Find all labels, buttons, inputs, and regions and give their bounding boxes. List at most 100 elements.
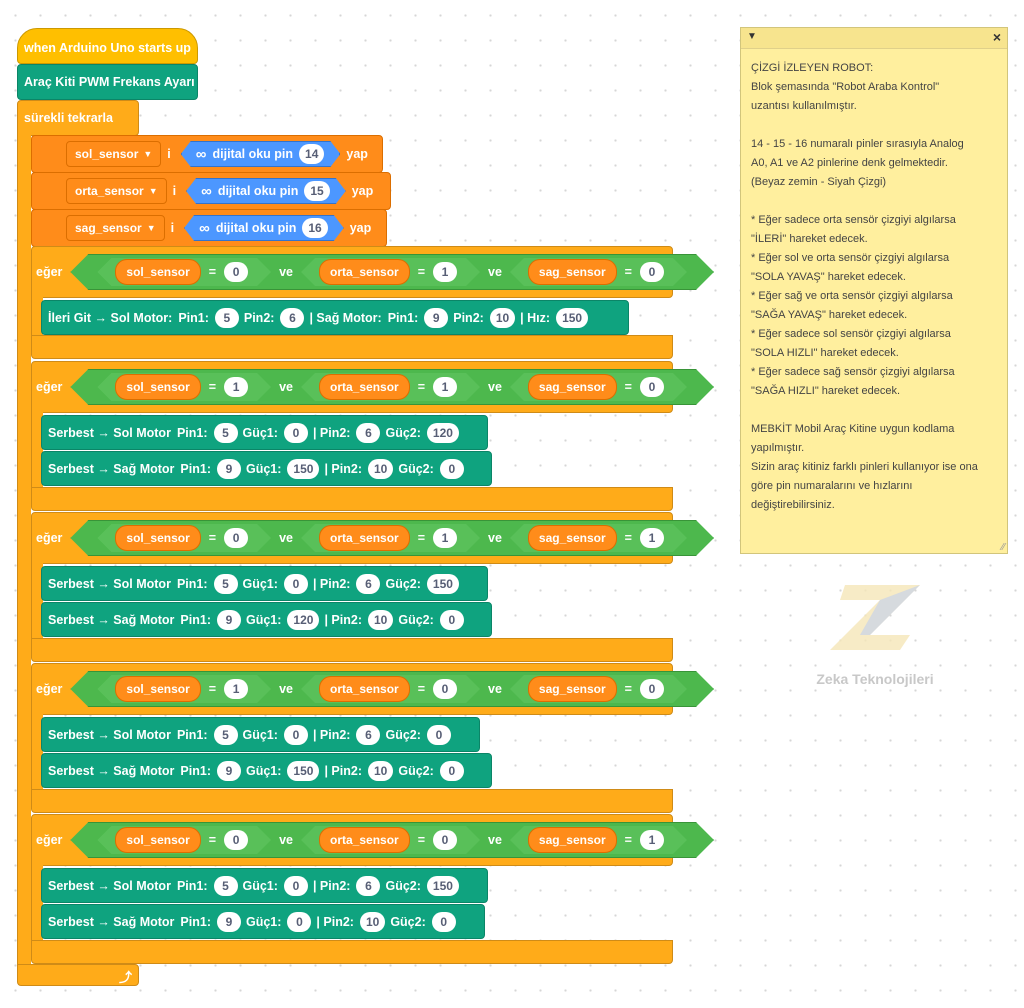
value-input[interactable]: 10 — [489, 307, 516, 328]
and-condition[interactable]: sol_sensor=0 ve orta_sensor=1 ve sag_sen… — [70, 254, 714, 290]
equals-block[interactable]: sol_sensor=0 — [97, 258, 271, 286]
equals-block[interactable]: sag_sensor=1 — [510, 826, 687, 854]
value-input[interactable]: 150 — [426, 573, 459, 594]
value-input[interactable]: 0 — [439, 458, 464, 479]
value-input[interactable]: 0 — [439, 609, 464, 630]
value-input[interactable]: 0 — [283, 875, 308, 896]
motor-block[interactable]: Serbest → Sağ Motor Pin1:9 Güç1:120 | Pi… — [41, 602, 492, 637]
close-icon[interactable]: × — [992, 29, 1001, 45]
value-input[interactable]: 6 — [356, 573, 381, 594]
variable-reporter[interactable]: orta_sensor — [319, 676, 410, 702]
value-input[interactable]: 150 — [556, 307, 589, 328]
variable-reporter[interactable]: sag_sensor — [528, 827, 617, 853]
value-input[interactable]: 10 — [367, 458, 394, 479]
value-input[interactable]: 1 — [433, 262, 457, 282]
and-condition[interactable]: sol_sensor=0 ve orta_sensor=1 ve sag_sen… — [70, 520, 714, 556]
comment-note[interactable]: ▼ × ÇİZGİ İZLEYEN ROBOT: Blok şemasında … — [740, 27, 1008, 554]
equals-block[interactable]: orta_sensor=0 — [301, 675, 480, 703]
note-header[interactable]: ▼ × — [741, 28, 1007, 49]
variable-reporter[interactable]: sol_sensor — [115, 259, 200, 285]
motor-block[interactable]: Serbest → Sol Motor Pin1:5 Güç1:0 | Pin2… — [41, 415, 488, 450]
variable-reporter[interactable]: sol_sensor — [115, 374, 200, 400]
value-input[interactable]: 0 — [433, 679, 457, 699]
value-input[interactable]: 10 — [367, 760, 394, 781]
equals-block[interactable]: orta_sensor=1 — [301, 373, 480, 401]
motor-block[interactable]: Serbest → Sağ Motor Pin1:9 Güç1:0 | Pin2… — [41, 904, 485, 939]
equals-block[interactable]: sol_sensor=0 — [97, 524, 271, 552]
equals-block[interactable]: sag_sensor=1 — [510, 524, 687, 552]
value-input[interactable]: 0 — [640, 377, 664, 397]
equals-block[interactable]: sol_sensor=1 — [97, 675, 271, 703]
value-input[interactable]: 0 — [640, 262, 664, 282]
value-input[interactable]: 0 — [224, 830, 248, 850]
value-input[interactable]: 6 — [356, 875, 381, 896]
and-condition[interactable]: sol_sensor=1 ve orta_sensor=1 ve sag_sen… — [70, 369, 714, 405]
motor-block[interactable]: Serbest → Sağ Motor Pin1:9 Güç1:150 | Pi… — [41, 753, 492, 788]
pin-input[interactable]: 16 — [302, 218, 327, 238]
forward-motor-block[interactable]: İleri Git → Sol Motor: Pin1:5 Pin2:6 | S… — [41, 300, 629, 335]
equals-block[interactable]: orta_sensor=1 — [301, 524, 480, 552]
equals-block[interactable]: sag_sensor=0 — [510, 675, 687, 703]
value-input[interactable]: 1 — [224, 679, 248, 699]
if-block[interactable]: eğer sol_sensor=0 ve orta_sensor=0 ve sa… — [31, 814, 737, 866]
value-input[interactable]: 0 — [224, 262, 248, 282]
value-input[interactable]: 1 — [224, 377, 248, 397]
equals-block[interactable]: sag_sensor=0 — [510, 373, 687, 401]
variable-reporter[interactable]: orta_sensor — [319, 374, 410, 400]
variable-dropdown[interactable]: sag_sensor▼ — [66, 215, 165, 241]
variable-reporter[interactable]: orta_sensor — [319, 525, 410, 551]
variable-reporter[interactable]: sol_sensor — [115, 525, 200, 551]
if-block[interactable]: eğer sol_sensor=1 ve orta_sensor=1 ve sa… — [31, 361, 737, 413]
value-input[interactable]: 9 — [216, 609, 241, 630]
motor-block[interactable]: Serbest → Sol Motor Pin1:5 Güç1:0 | Pin2… — [41, 868, 488, 903]
value-input[interactable]: 9 — [216, 760, 241, 781]
equals-block[interactable]: orta_sensor=1 — [301, 258, 480, 286]
if-block[interactable]: eğer sol_sensor=0 ve orta_sensor=1 ve sa… — [31, 246, 737, 298]
variable-reporter[interactable]: sol_sensor — [115, 676, 200, 702]
variable-reporter[interactable]: sag_sensor — [528, 374, 617, 400]
if-block[interactable]: eğer sol_sensor=0 ve orta_sensor=1 ve sa… — [31, 512, 737, 564]
value-input[interactable]: 0 — [433, 830, 457, 850]
value-input[interactable]: 0 — [224, 528, 248, 548]
note-text[interactable]: ÇİZGİ İZLEYEN ROBOT: Blok şemasında "Rob… — [751, 62, 978, 511]
pwm-frequency-block[interactable]: Araç Kiti PWM Frekans Ayarı — [17, 64, 198, 100]
if-block[interactable]: eğer sol_sensor=1 ve orta_sensor=0 ve sa… — [31, 663, 737, 715]
value-input[interactable]: 5 — [213, 573, 238, 594]
and-condition[interactable]: sol_sensor=0 ve orta_sensor=0 ve sag_sen… — [70, 822, 714, 858]
value-input[interactable]: 0 — [283, 422, 308, 443]
value-input[interactable]: 0 — [283, 573, 308, 594]
value-input[interactable]: 1 — [640, 528, 664, 548]
arduino-start-hat[interactable]: when Arduino Uno starts up — [17, 28, 198, 64]
resize-handle-icon[interactable]: ⁄⁄ — [1001, 542, 1005, 553]
value-input[interactable]: 0 — [640, 679, 664, 699]
value-input[interactable]: 1 — [433, 528, 457, 548]
value-input[interactable]: 5 — [213, 724, 238, 745]
motor-block[interactable]: Serbest → Sol Motor Pin1:5 Güç1:0 | Pin2… — [41, 566, 488, 601]
equals-block[interactable]: sol_sensor=1 — [97, 373, 271, 401]
and-condition[interactable]: sol_sensor=1 ve orta_sensor=0 ve sag_sen… — [70, 671, 714, 707]
value-input[interactable]: 9 — [216, 458, 241, 479]
equals-block[interactable]: sol_sensor=0 — [97, 826, 271, 854]
value-input[interactable]: 10 — [359, 911, 386, 932]
value-input[interactable]: 0 — [439, 760, 464, 781]
variable-reporter[interactable]: sol_sensor — [115, 827, 200, 853]
value-input[interactable]: 6 — [280, 307, 305, 328]
value-input[interactable]: 9 — [216, 911, 241, 932]
value-input[interactable]: 120 — [426, 422, 459, 443]
variable-reporter[interactable]: sag_sensor — [528, 259, 617, 285]
value-input[interactable]: 150 — [287, 458, 320, 479]
pin-input[interactable]: 14 — [299, 144, 324, 164]
motor-block[interactable]: Serbest → Sağ Motor Pin1:9 Güç1:150 | Pi… — [41, 451, 492, 486]
variable-reporter[interactable]: orta_sensor — [319, 827, 410, 853]
variable-reporter[interactable]: sag_sensor — [528, 525, 617, 551]
value-input[interactable]: 1 — [640, 830, 664, 850]
variable-reporter[interactable]: sag_sensor — [528, 676, 617, 702]
value-input[interactable]: 0 — [426, 724, 451, 745]
value-input[interactable]: 0 — [283, 724, 308, 745]
